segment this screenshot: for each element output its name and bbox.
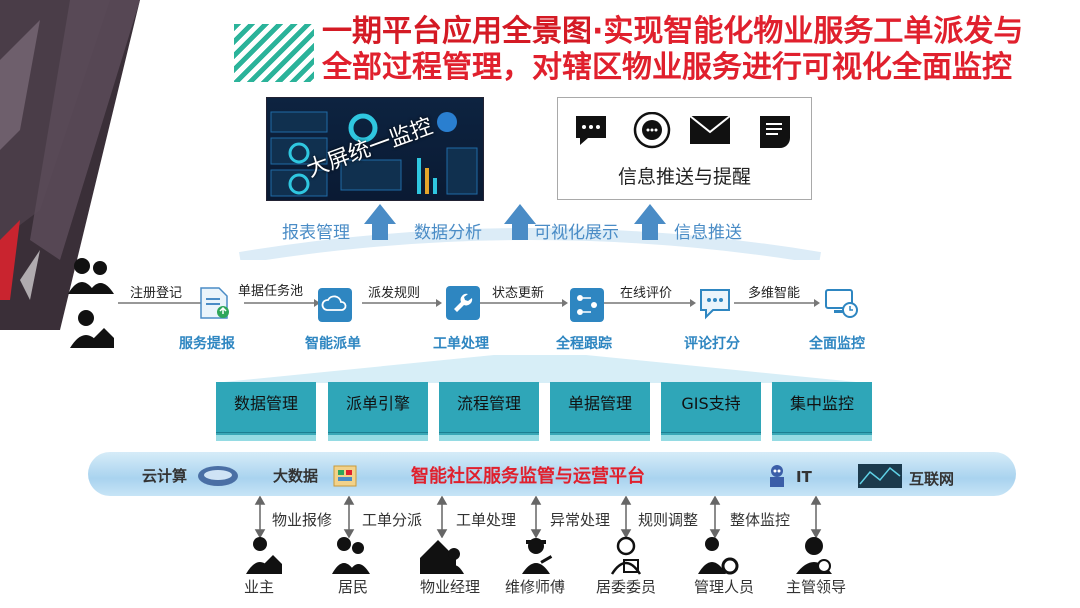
step-label-1: 服务提报 — [179, 333, 235, 353]
leader-icon — [796, 537, 832, 574]
cloud-computing-label: 云计算 — [142, 465, 187, 486]
role-label-leader: 主管领导 — [786, 576, 846, 597]
module-data-management: 数据管理 — [216, 382, 316, 435]
report-icon — [197, 286, 231, 320]
page-title-line1: 一期平台应用全景图·实现智能化物业服务工单派发与 — [322, 14, 1023, 50]
step-label-3: 工单处理 — [433, 333, 489, 353]
mail-icon — [690, 116, 730, 144]
module-gis-support: GIS支持 — [661, 382, 761, 435]
step-label-5: 评论打分 — [684, 333, 740, 353]
role-label-admin: 管理人员 — [694, 576, 754, 597]
module-central-monitoring: 集中监控 — [772, 382, 872, 435]
it-label: IT — [796, 468, 812, 486]
entry-label: 注册登记 — [130, 282, 182, 301]
internet-label: 互联网 — [909, 468, 954, 489]
users-icon — [66, 256, 116, 296]
up-label-analysis: 数据分析 — [414, 218, 482, 243]
it-robot-icon — [764, 462, 790, 488]
wrench-icon — [446, 286, 480, 320]
platform-title: 智能社区服务监管与运营平台 — [411, 462, 645, 488]
role-label-owner: 业主 — [244, 576, 274, 597]
relation-label-3: 工单处理 — [456, 509, 516, 530]
bigdata-icon — [332, 464, 358, 488]
monitor-icon — [824, 286, 858, 320]
relation-label-5: 规则调整 — [638, 509, 698, 530]
committee-member-icon — [612, 538, 640, 574]
step-label-4: 全程跟踪 — [556, 333, 612, 353]
comment-icon — [698, 286, 732, 320]
big-screen-thumbnail: 大屏统一监控 — [266, 97, 484, 201]
role-label-repairman: 维修师傅 — [505, 576, 565, 597]
step-label-2: 智能派单 — [305, 333, 361, 353]
internet-icon — [858, 464, 902, 488]
role-icons — [240, 536, 840, 576]
relation-label-1: 物业报修 — [272, 509, 332, 530]
connector-label-1: 单据任务池 — [238, 280, 303, 299]
chat-bubble-icon — [576, 116, 606, 145]
cloud-icon — [196, 462, 240, 488]
module-dispatch-engine: 派单引擎 — [328, 382, 428, 435]
page-title-line2: 全部过程管理，对辖区物业服务进行可视化全面监控 — [322, 50, 1012, 86]
role-label-property-manager: 物业经理 — [420, 576, 480, 597]
property-manager-icon — [420, 540, 464, 574]
module-process-management: 流程管理 — [439, 382, 539, 435]
relation-label-4: 异常处理 — [550, 509, 610, 530]
relation-label-2: 工单分派 — [362, 509, 422, 530]
connector-label-4: 在线评价 — [620, 282, 672, 301]
document-bubble-icon — [760, 116, 790, 148]
owner-icon — [66, 308, 116, 352]
message-circle-icon — [635, 113, 669, 147]
bigdata-label: 大数据 — [273, 465, 318, 486]
repairman-icon — [522, 538, 552, 574]
platform-roof — [214, 355, 866, 385]
owner-role-icon — [246, 537, 282, 574]
resident-role-icon — [332, 537, 370, 574]
up-label-reports: 报表管理 — [282, 218, 350, 243]
admin-staff-icon — [698, 537, 737, 574]
title-stripes — [234, 24, 314, 82]
message-push-box: 信息推送与提醒 — [557, 97, 812, 200]
connector-label-5: 多维智能 — [748, 282, 800, 301]
connector-label-3: 状态更新 — [492, 282, 544, 301]
step-label-6: 全面监控 — [809, 333, 865, 353]
module-document-management: 单据管理 — [550, 382, 650, 435]
up-label-visual: 可视化展示 — [534, 218, 619, 243]
up-label-push: 信息推送 — [674, 218, 742, 243]
role-label-committee: 居委委员 — [596, 576, 656, 597]
cloud-dispatch-icon — [318, 288, 352, 322]
relation-label-6: 整体监控 — [730, 509, 790, 530]
tracking-icon — [570, 288, 604, 322]
role-label-resident: 居民 — [338, 576, 368, 597]
message-push-label: 信息推送与提醒 — [558, 162, 811, 189]
connector-label-2: 派发规则 — [368, 282, 420, 301]
